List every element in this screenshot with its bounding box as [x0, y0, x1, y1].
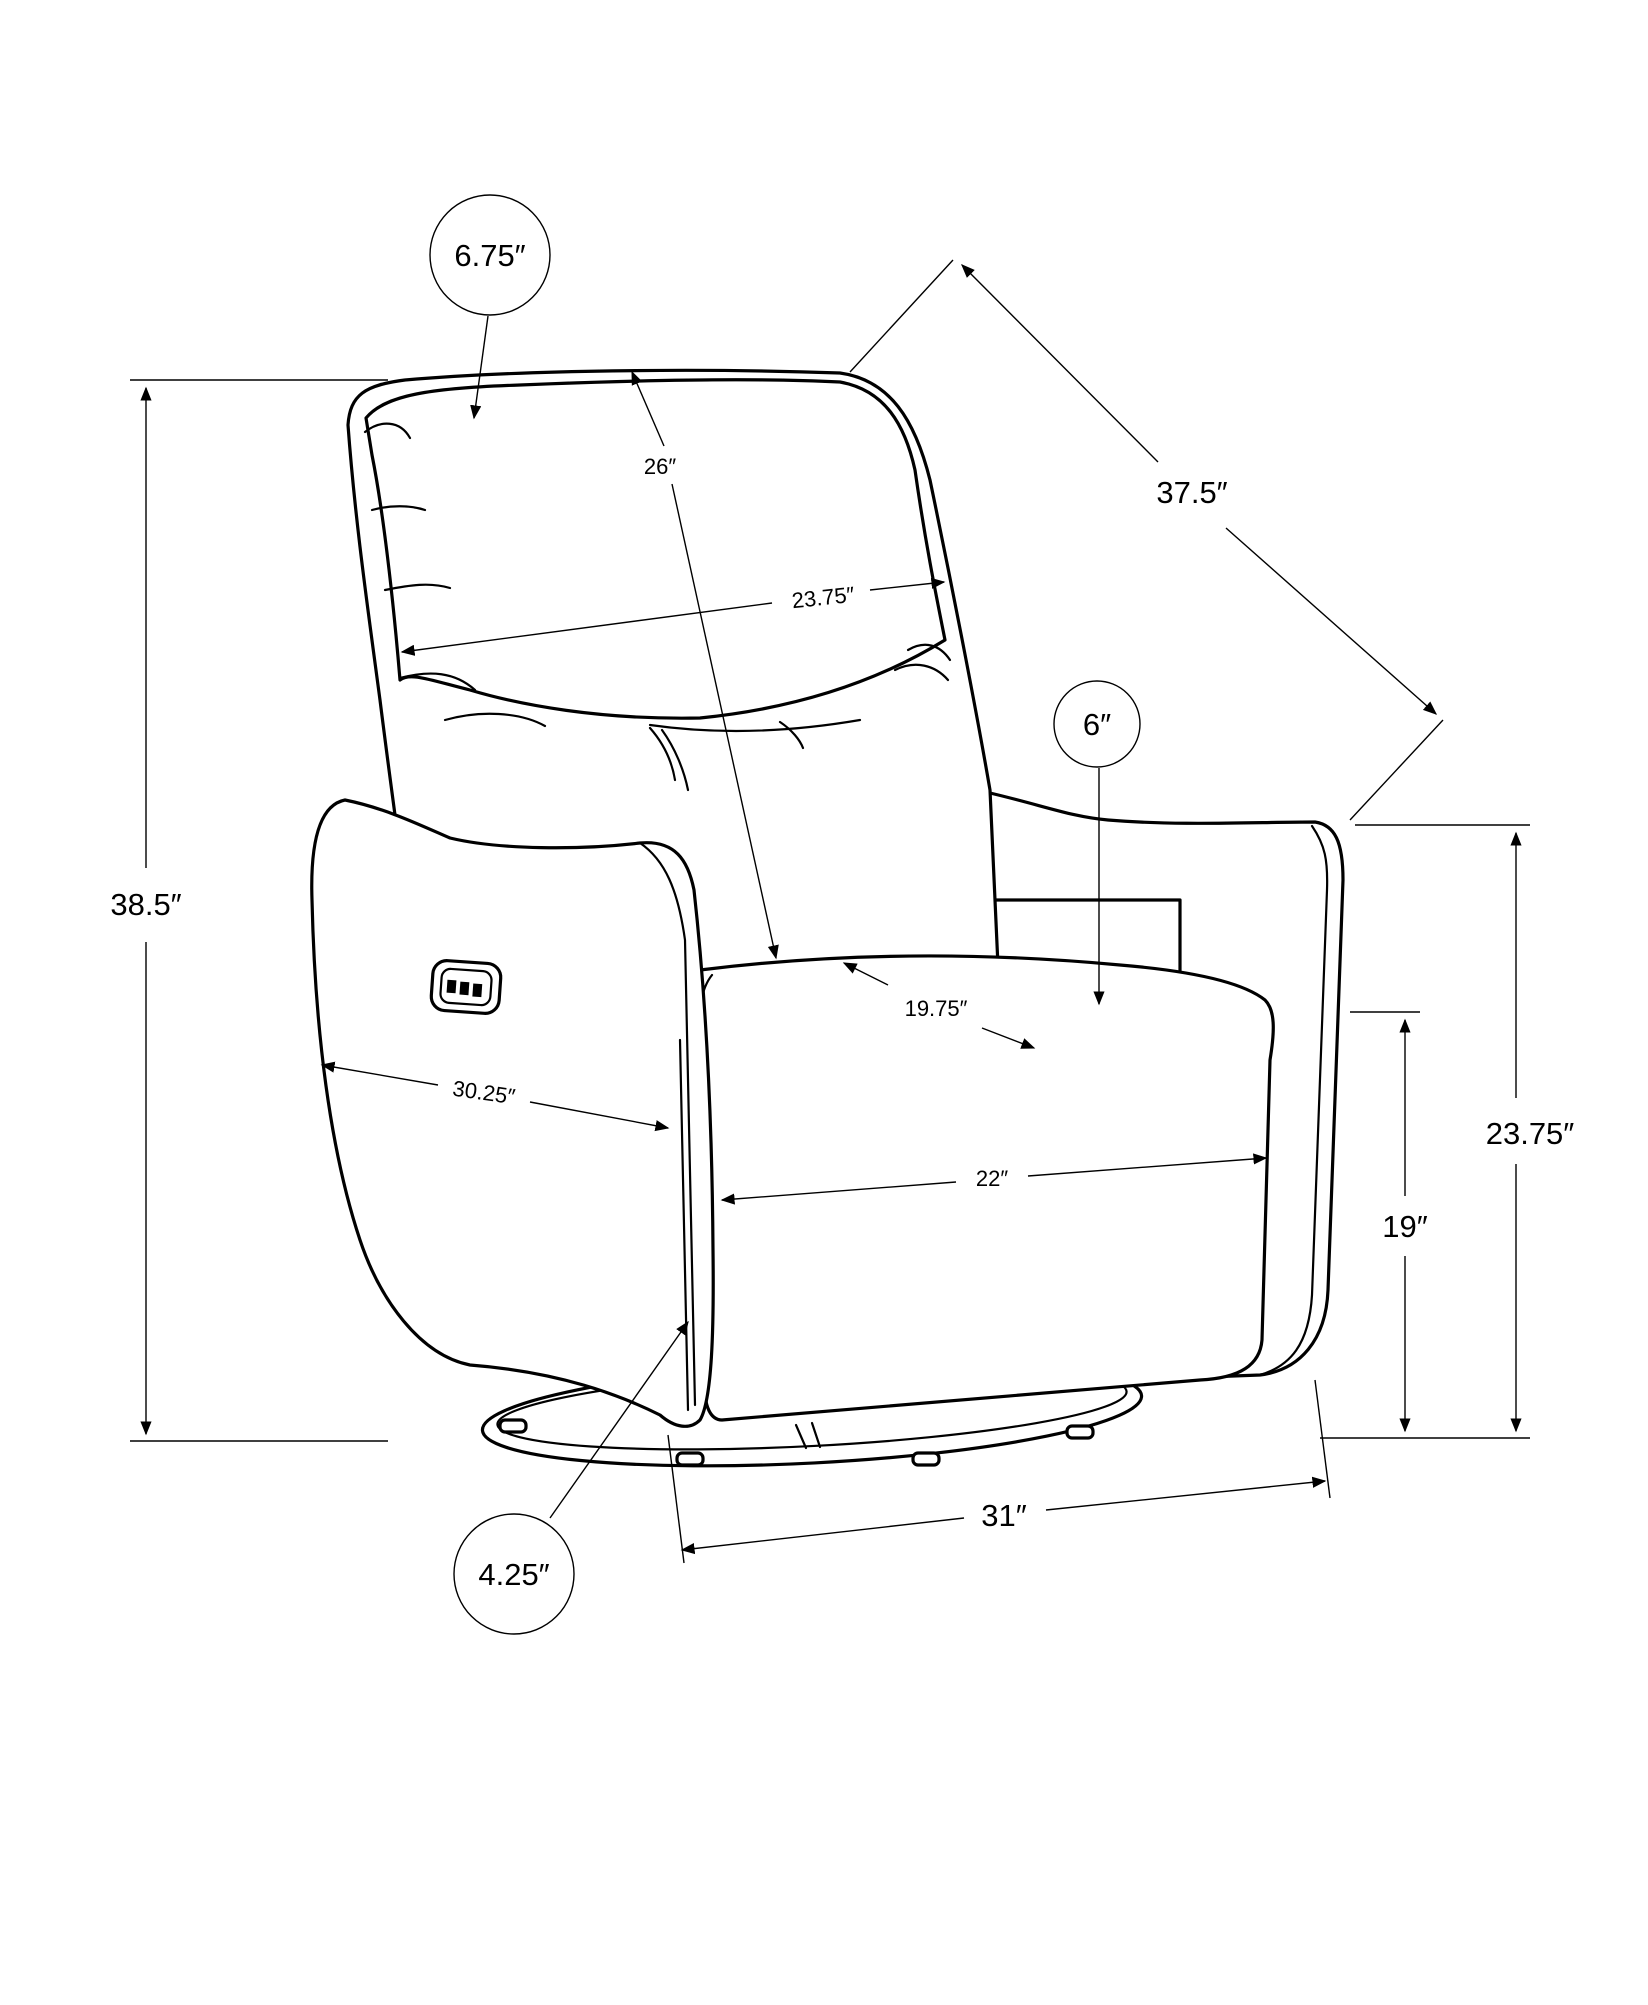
dimension-lines	[130, 259, 1530, 1564]
base-clearance-label: 4.25″	[478, 1557, 549, 1592]
overall-depth-label: 37.5″	[1156, 475, 1227, 510]
base-foot	[675, 1451, 705, 1467]
headrest-thickness-label: 6.75″	[454, 238, 525, 273]
overall-height-label: 38.5″	[110, 887, 181, 922]
seat-cushion-thickness-label: 6″	[1083, 707, 1111, 742]
callout-base	[453, 1320, 689, 1635]
headrest-pillow	[364, 378, 947, 720]
base-foot	[498, 1418, 528, 1434]
base-foot	[1065, 1424, 1095, 1440]
callout-seat-cushion	[1053, 680, 1141, 1006]
seat-cushion	[698, 954, 1275, 1422]
arm-height-label: 23.75″	[1486, 1116, 1575, 1151]
seat-height-label: 19″	[1382, 1209, 1427, 1244]
recliner-chair-illustration	[310, 368, 1345, 1468]
seat-width-label: 22″	[976, 1166, 1008, 1191]
base-foot	[911, 1451, 941, 1467]
left-armrest	[310, 798, 715, 1428]
power-control-panel	[429, 959, 503, 1015]
overall-width-label: 31″	[981, 1498, 1026, 1533]
seat-depth-label: 19.75″	[905, 996, 968, 1021]
backrest-height-label: 26″	[644, 454, 676, 479]
callout-headrest	[429, 194, 551, 420]
